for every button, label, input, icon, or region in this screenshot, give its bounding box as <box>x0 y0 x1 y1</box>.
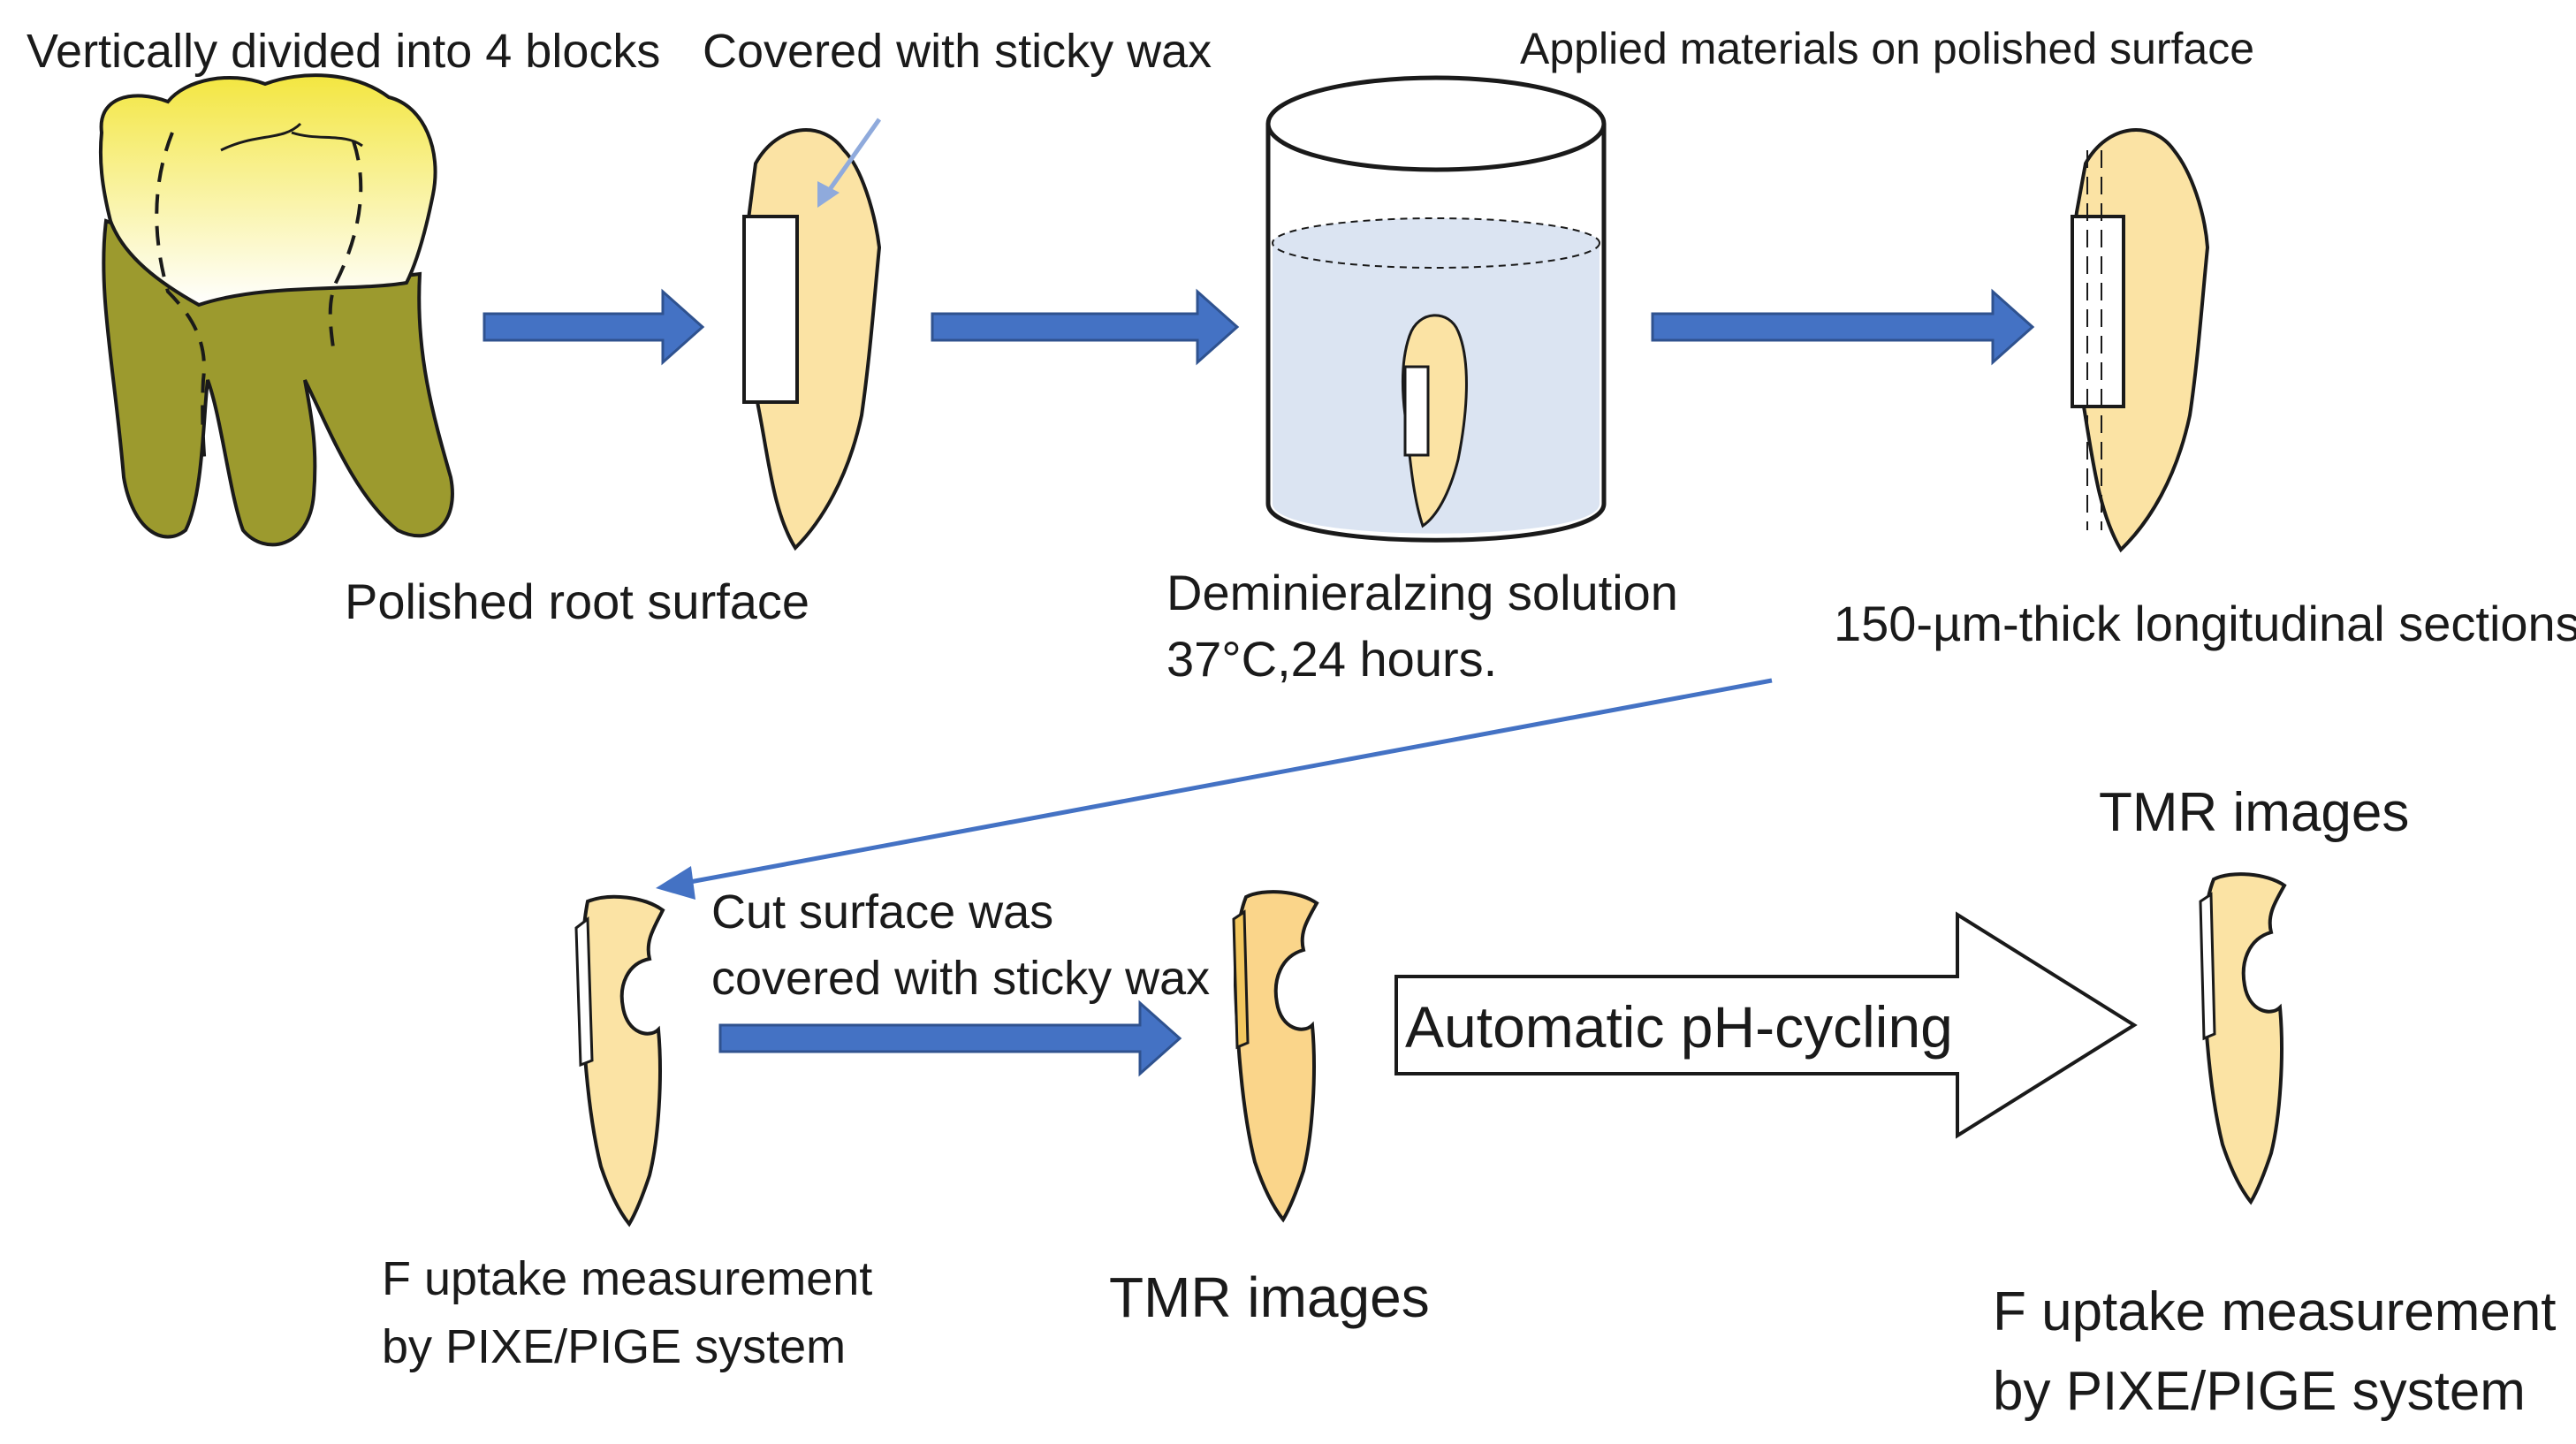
arrow-1 <box>483 288 705 366</box>
label-demin-line1: Deminіeralzing solution <box>1166 565 1678 620</box>
ph-cycling-arrow <box>1394 911 2138 1139</box>
division-line-right <box>328 141 363 354</box>
section-slice-1 <box>574 894 665 1227</box>
label-sections: 150-µm-thick longitudinal sections <box>1834 596 2576 651</box>
solution-surface <box>1272 217 1600 269</box>
label-f-uptake-right-line1: F uptake measurement <box>1993 1281 2557 1342</box>
root-block-waxed <box>742 118 882 551</box>
root-sectioned <box>2071 128 2210 553</box>
applied-material-window <box>2071 215 2125 408</box>
section-slice-1-edge <box>574 916 594 1068</box>
label-f-uptake-left-line2: by PIXE/PIGE system <box>382 1320 846 1373</box>
wax-window <box>742 215 799 404</box>
diagonal-arrow <box>656 678 1773 900</box>
section-slice-2-edge <box>1232 909 1250 1050</box>
label-f-uptake-left-line1: F uptake measurement <box>382 1252 872 1305</box>
label-demin-line2: 37°C,24 hours. <box>1166 631 1497 687</box>
label-applied-materials: Applied materials on polished surface <box>1520 24 2254 73</box>
arrow-3 <box>1651 288 2035 366</box>
molar-crown <box>98 73 437 308</box>
label-ph-cycling: Automatic pH-cycling <box>1405 994 1953 1060</box>
division-line-left <box>155 132 207 469</box>
label-cut-surface-line2: covered with sticky wax <box>711 952 1210 1005</box>
label-tmr-middle: TMR images <box>1109 1265 1430 1329</box>
section-slice-2 <box>1232 890 1319 1223</box>
section-slice-3-edge <box>2199 892 2216 1041</box>
label-covered-wax: Covered with sticky wax <box>703 25 1212 78</box>
label-vertically-divided: Vertically divided into 4 blocks <box>27 25 660 78</box>
arrow-4 <box>718 999 1182 1077</box>
label-polished-root: Polished root surface <box>345 574 809 629</box>
section-slice-3 <box>2199 872 2287 1205</box>
beaker-body <box>1265 124 1607 543</box>
label-f-uptake-right-line2: by PIXE/PIGE system <box>1993 1361 2526 1422</box>
beaker <box>1265 75 1607 543</box>
pointer-arrow <box>824 118 882 196</box>
label-tmr-top-right: TMR images <box>2099 782 2409 843</box>
arrow-2 <box>931 288 1240 366</box>
immersed-wax-window <box>1403 365 1430 457</box>
label-cut-surface-line1: Cut surface was <box>711 885 1053 939</box>
crown-fissure <box>220 122 363 152</box>
beaker-rim <box>1265 75 1607 172</box>
molar-tooth <box>98 73 454 547</box>
